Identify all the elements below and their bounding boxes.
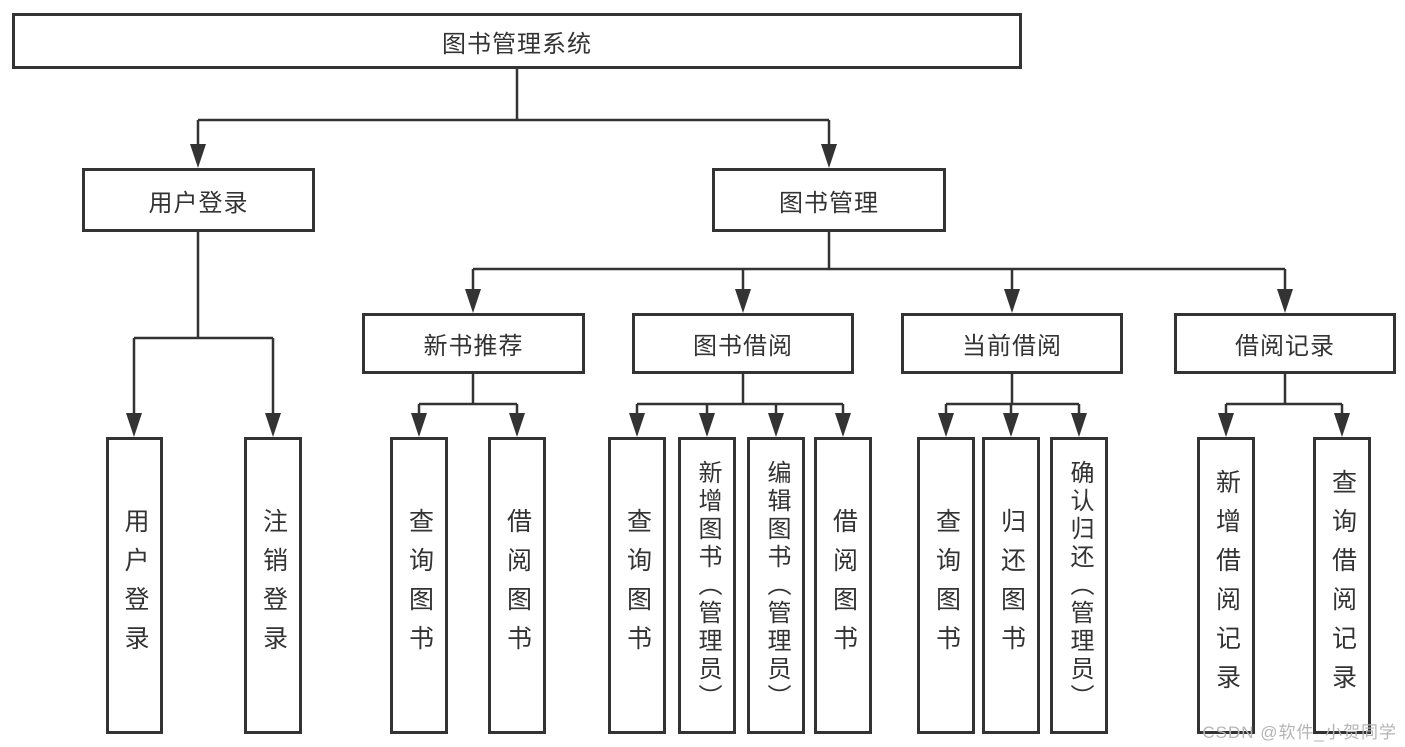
node-current-borrowing: 当前借阅 [901,313,1123,374]
leaf-label: 查询借阅记录 [1328,468,1357,703]
arrow-down-icon [411,413,427,437]
leaf-label: 注销登录 [259,507,288,664]
leaf-label: 查询图书 [932,507,961,664]
node-user-login: 用户登录 [82,168,315,232]
leaf-records-query-record: 查询借阅记录 [1313,437,1371,734]
arrow-down-icon [126,413,142,437]
arrow-down-icon [265,413,281,437]
leaf-label: 新增图书（管理员） [694,459,721,712]
node-book-management: 图书管理 [712,168,946,232]
node-book-borrowing: 图书借阅 [632,313,854,374]
arrow-down-icon [768,413,784,437]
arrow-down-icon [835,413,851,437]
arrow-down-icon [699,413,715,437]
leaf-newrec-query-books: 查询图书 [390,437,448,734]
arrow-down-icon [1003,413,1019,437]
leaf-newrec-borrow-books: 借阅图书 [488,437,546,734]
leaf-records-add-record: 新增借阅记录 [1197,437,1255,734]
leaf-label: 查询图书 [623,507,652,664]
node-new-book-recommend: 新书推荐 [362,313,585,374]
leaf-current-confirm-return-admin: 确认归还（管理员） [1050,437,1108,734]
leaf-current-return-books: 归还图书 [982,437,1040,734]
arrow-down-icon [190,144,206,168]
leaf-borrow-add-books-admin: 新增图书（管理员） [678,437,736,734]
arrow-down-icon [1004,289,1020,313]
leaf-label: 借阅图书 [503,507,532,664]
leaf-user-login: 用户登录 [106,437,163,734]
arrow-down-icon [735,289,751,313]
leaf-borrow-query-books: 查询图书 [608,437,666,734]
arrow-down-icon [465,289,481,313]
arrow-down-icon [1071,413,1087,437]
arrow-down-icon [1218,413,1234,437]
node-borrowing-records: 借阅记录 [1174,313,1396,374]
arrow-down-icon [1277,289,1293,313]
leaf-label: 归还图书 [997,507,1026,664]
arrow-down-icon [629,413,645,437]
arrow-down-icon [938,413,954,437]
leaf-logout: 注销登录 [244,437,302,734]
leaf-current-query-books: 查询图书 [917,437,975,734]
arrow-down-icon [821,144,837,168]
leaf-label: 借阅图书 [829,507,858,664]
leaf-label: 用户登录 [121,507,149,664]
leaf-label: 确认归还（管理员） [1066,459,1093,712]
node-library-system: 图书管理系统 [12,13,1022,69]
leaf-borrow-edit-books-admin: 编辑图书（管理员） [747,437,805,734]
leaf-borrow-borrow-books: 借阅图书 [814,437,872,734]
watermark-csdn: CSDN @软件_小贺同学 [1202,723,1397,742]
leaf-label: 新增借阅记录 [1212,468,1241,703]
leaf-label: 查询图书 [405,507,434,664]
leaf-label: 编辑图书（管理员） [763,459,790,712]
arrow-down-icon [509,413,525,437]
arrow-down-icon [1334,413,1350,437]
